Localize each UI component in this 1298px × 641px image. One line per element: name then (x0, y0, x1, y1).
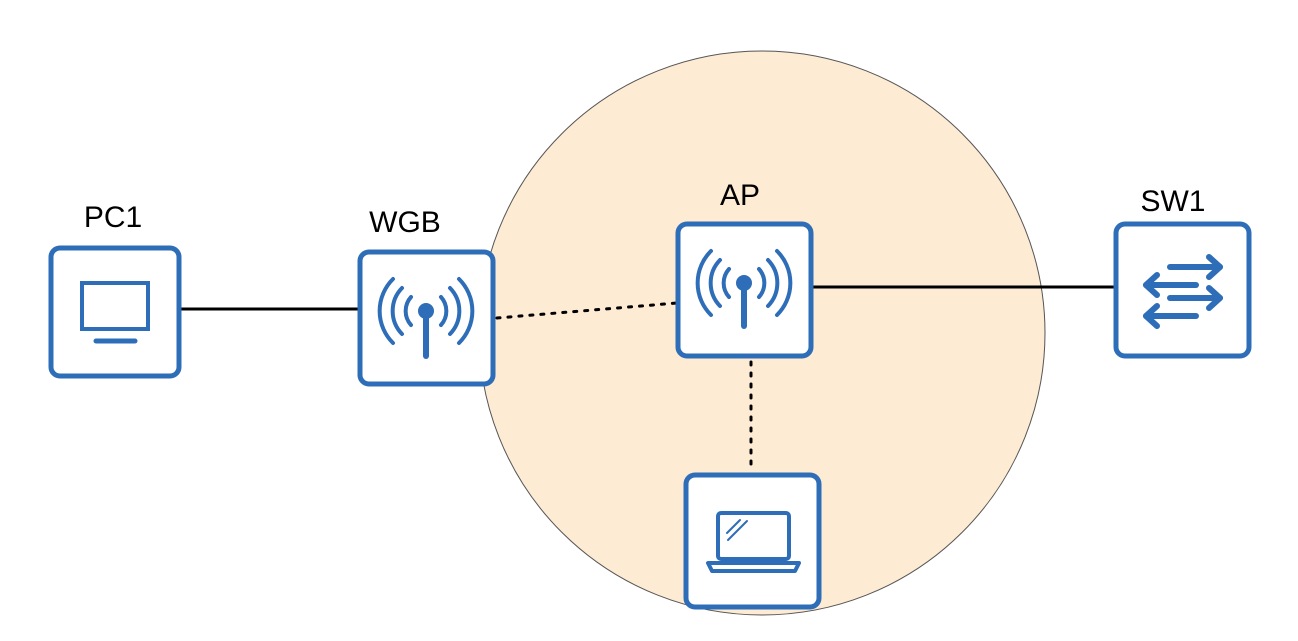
node-laptop[interactable] (683, 472, 822, 610)
laptop-icon (706, 511, 801, 573)
sw1-label: SW1 (1140, 185, 1205, 218)
link-wgb-ap-wireless (495, 301, 679, 320)
sw1-box (1113, 221, 1252, 359)
desktop-monitor-icon (80, 281, 150, 344)
node-pc1[interactable]: PC1 (48, 201, 182, 379)
wgb-label: WGB (369, 206, 441, 239)
pc1-label: PC1 (84, 201, 142, 234)
ap-label: AP (720, 179, 760, 212)
wireless-antenna-icon (695, 249, 793, 329)
pc1-box (48, 245, 182, 379)
switch-arrows-icon (1143, 254, 1223, 329)
node-ap[interactable]: AP (675, 179, 814, 359)
node-sw1[interactable]: SW1 (1113, 185, 1252, 359)
node-wgb[interactable]: WGB (357, 206, 496, 387)
laptop-box (683, 472, 822, 610)
wireless-antenna-icon (377, 277, 475, 359)
